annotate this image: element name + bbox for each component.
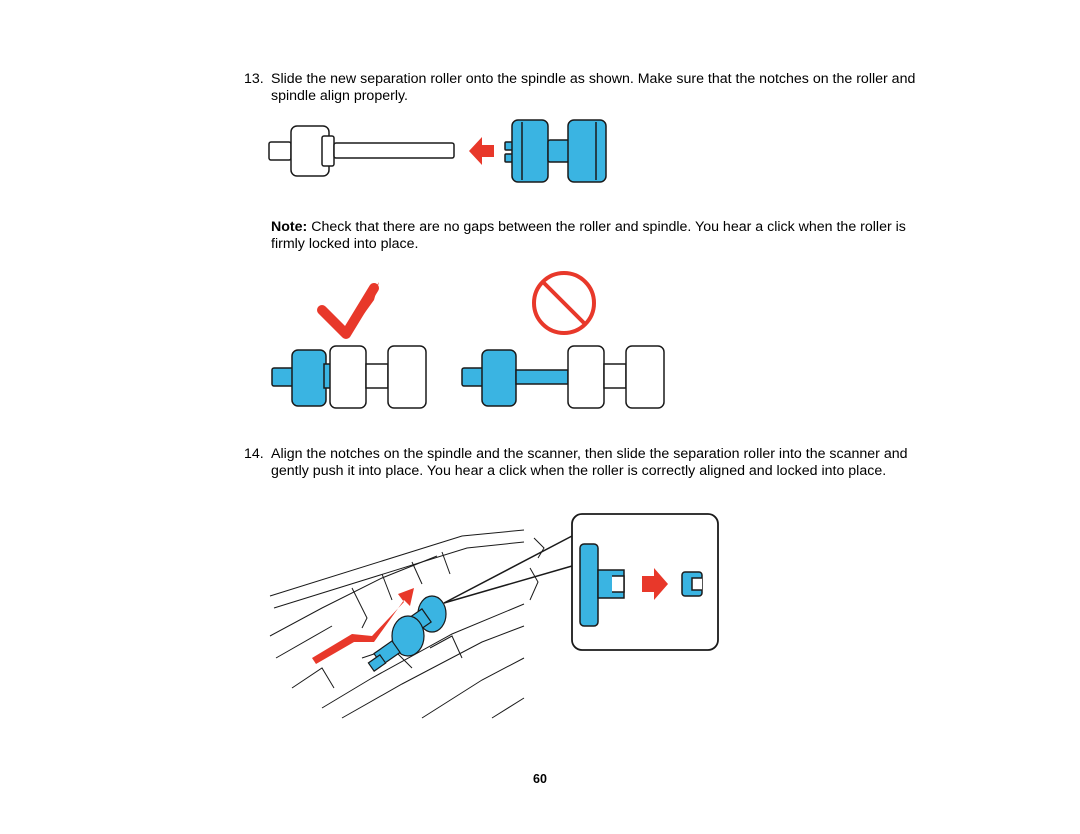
correct-incorrect-illustration [271, 271, 665, 409]
step-number: 14. [244, 446, 264, 462]
step-text: Slide the new separation roller onto the… [271, 71, 916, 104]
spindle-end [268, 141, 292, 161]
spindle-shaft [333, 142, 455, 159]
page-number: 60 [533, 772, 547, 786]
install-arrow-icon [312, 588, 414, 664]
prohibited-icon [532, 271, 596, 335]
incorrect-assembly [461, 345, 665, 409]
scanner-interior [269, 529, 545, 719]
callout-detail [579, 543, 703, 627]
right-arrow-icon [642, 568, 668, 600]
installed-roller [367, 595, 447, 672]
install-roller-illustration [269, 513, 719, 719]
checkmark-icon [317, 282, 379, 339]
step-number: 13. [244, 71, 264, 87]
note-text: Check that there are no gaps between the… [271, 219, 906, 252]
roller-onto-spindle-illustration [268, 119, 607, 183]
step-text: Align the notches on the spindle and the… [271, 446, 908, 479]
left-arrow-icon [469, 137, 494, 165]
separation-roller [504, 119, 607, 183]
correct-assembly [271, 345, 427, 409]
note: Note: Check that there are no gaps betwe… [271, 219, 931, 253]
note-label: Note: [271, 219, 308, 235]
